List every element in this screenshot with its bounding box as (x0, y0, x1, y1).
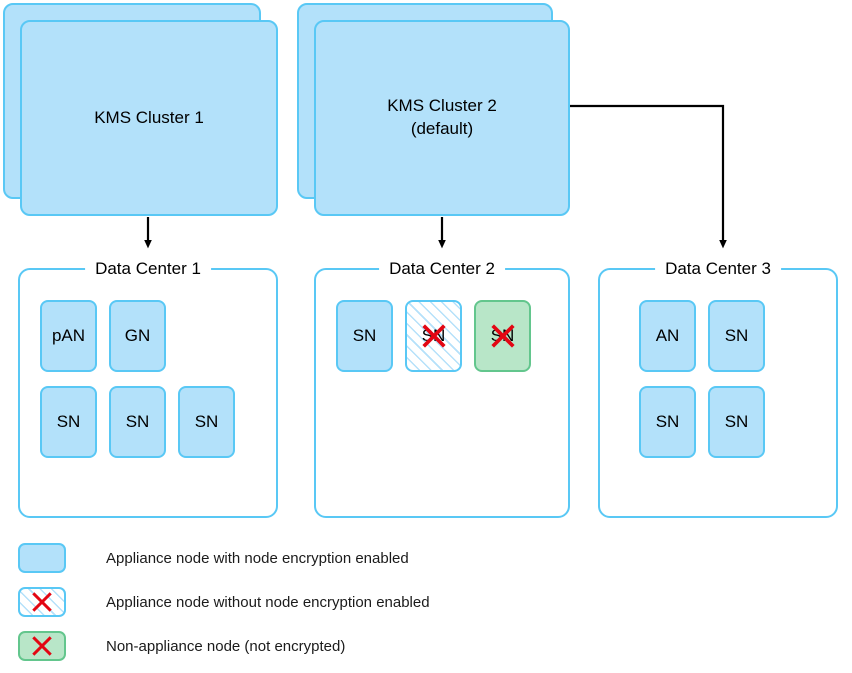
legend-swatch-non-appliance (18, 631, 66, 661)
node-sn-dc1-a[interactable]: SN (40, 386, 97, 458)
node-label: SN (421, 326, 446, 345)
node-label: SN (194, 412, 219, 431)
node-label: GN (124, 326, 151, 345)
node-sn-dc1-b[interactable]: SN (109, 386, 166, 458)
node-label: SN (724, 326, 749, 345)
node-gn[interactable]: GN (109, 300, 166, 372)
data-center-3-title: Data Center 3 (655, 258, 781, 280)
node-label: pAN (51, 326, 86, 345)
kms-cluster-1-card-front (20, 20, 278, 216)
node-sn-dc2-a[interactable]: SN (336, 300, 393, 372)
data-center-1[interactable]: Data Center 1 pAN GN SN SN SN (18, 258, 278, 518)
data-center-3[interactable]: Data Center 3 AN SN SN SN (598, 258, 838, 518)
node-sn-dc2-unencrypted[interactable]: SN (405, 300, 462, 372)
legend-swatch-appliance-encrypted (18, 543, 66, 573)
legend-swatch-appliance-unencrypted (18, 587, 66, 617)
node-pan[interactable]: pAN (40, 300, 97, 372)
node-label: SN (655, 412, 680, 431)
legend-label: Appliance node with node encryption enab… (106, 549, 409, 567)
kms-cluster-1[interactable]: KMS Cluster 1 (3, 3, 278, 216)
node-label: SN (352, 326, 377, 345)
red-x-icon (32, 592, 52, 612)
data-center-2-title: Data Center 2 (379, 258, 505, 280)
node-sn-dc3-b[interactable]: SN (639, 386, 696, 458)
node-label: SN (56, 412, 81, 431)
node-label: AN (655, 326, 680, 345)
node-label: SN (125, 412, 150, 431)
data-center-1-title: Data Center 1 (85, 258, 211, 280)
data-center-1-node-grid: pAN GN SN SN SN (40, 300, 264, 458)
legend-item-appliance-unencrypted: Appliance node without node encryption e… (18, 582, 430, 622)
node-sn-dc1-c[interactable]: SN (178, 386, 235, 458)
legend-item-non-appliance: Non-appliance node (not encrypted) (18, 626, 430, 666)
node-sn-dc3-c[interactable]: SN (708, 386, 765, 458)
node-sn-dc2-nonappliance[interactable]: SN (474, 300, 531, 372)
kms-cluster-2-card-front (314, 20, 570, 216)
node-label: SN (490, 326, 515, 345)
data-center-3-node-grid: AN SN SN SN (639, 300, 789, 458)
data-center-2[interactable]: Data Center 2 SN SN SN (314, 258, 570, 518)
legend-item-appliance-encrypted: Appliance node with node encryption enab… (18, 538, 430, 578)
red-x-icon (32, 636, 52, 656)
legend: Appliance node with node encryption enab… (18, 538, 430, 670)
data-center-2-node-grid: SN SN SN (336, 300, 560, 372)
node-an-dc3[interactable]: AN (639, 300, 696, 372)
node-sn-dc3-a[interactable]: SN (708, 300, 765, 372)
kms-cluster-2[interactable]: KMS Cluster 2 (default) (297, 3, 570, 216)
legend-label: Non-appliance node (not encrypted) (106, 637, 346, 655)
legend-label: Appliance node without node encryption e… (106, 593, 430, 611)
node-label: SN (724, 412, 749, 431)
